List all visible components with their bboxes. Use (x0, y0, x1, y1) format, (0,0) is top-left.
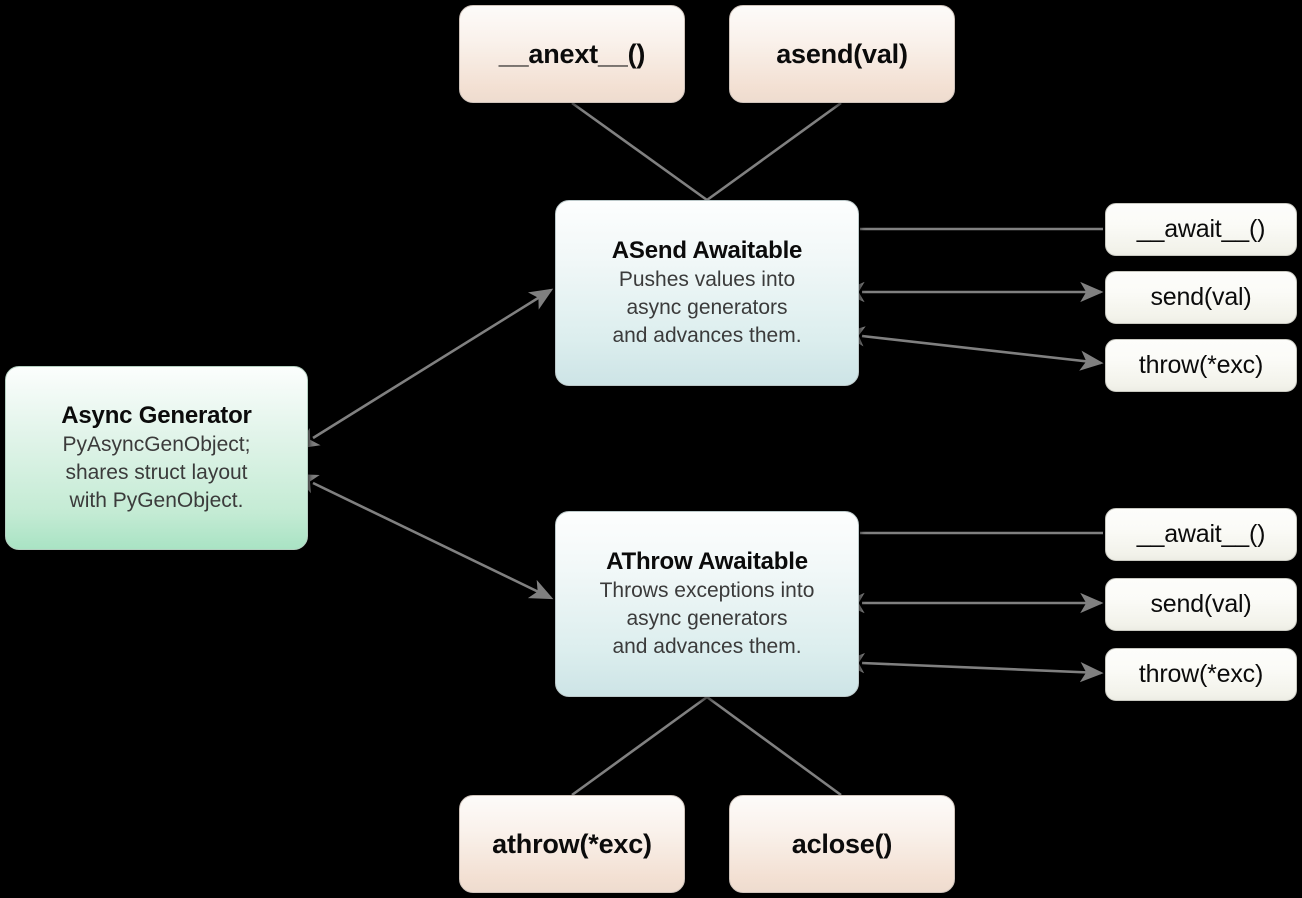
edge-athrow-awaitable-to-throw (841, 652, 1104, 683)
node-anext-label: __anext__() (498, 38, 646, 69)
edge-athrow-to-athrow-awaitable (571, 695, 708, 797)
node-anext[interactable]: __anext__() (459, 5, 685, 103)
node-asend-await[interactable]: __await__() (1105, 203, 1297, 256)
desc-line: async generators (626, 606, 788, 630)
node-athrow-awaitable-desc: Throws exceptions into async generators … (600, 577, 815, 661)
node-athrow-label: athrow(*exc) (492, 828, 652, 859)
node-async-generator-desc: PyAsyncGenObject; shares struct layout w… (63, 431, 251, 515)
node-asend-awaitable[interactable]: ASend Awaitable Pushes values into async… (555, 200, 859, 386)
node-athrow-await[interactable]: __await__() (1105, 508, 1297, 561)
node-asend-throw-label: throw(*exc) (1138, 351, 1264, 379)
edge-anext-to-asend-awaitable (571, 101, 708, 202)
node-asend-await-label: __await__() (1136, 215, 1266, 243)
desc-line: and advances them. (612, 323, 802, 347)
edge-asend-to-asend-awaitable (706, 101, 842, 202)
node-athrow-awaitable-title: AThrow Awaitable (606, 547, 808, 575)
node-asend-awaitable-title: ASend Awaitable (611, 236, 803, 264)
desc-line: with PyGenObject. (69, 488, 244, 512)
node-athrow-send[interactable]: send(val) (1105, 578, 1297, 631)
desc-line: PyAsyncGenObject; (62, 432, 251, 456)
desc-line: Throws exceptions into (599, 578, 815, 602)
node-athrow-throw-label: throw(*exc) (1138, 660, 1264, 688)
edge-asend-awaitable-to-throw (841, 326, 1104, 371)
node-athrow-throw[interactable]: throw(*exc) (1105, 648, 1297, 701)
node-athrow-await-label: __await__() (1136, 520, 1266, 548)
desc-line: Pushes values into (618, 267, 796, 291)
node-athrow-awaitable[interactable]: AThrow Awaitable Throws exceptions into … (555, 511, 859, 697)
edge-generator-to-asend-awaitable (295, 288, 554, 449)
node-asend-send[interactable]: send(val) (1105, 271, 1297, 324)
node-asend-label: asend(val) (776, 38, 908, 69)
node-aclose-label: aclose() (791, 828, 893, 859)
desc-line: shares struct layout (65, 460, 248, 484)
node-athrow[interactable]: athrow(*exc) (459, 795, 685, 893)
node-asend-throw[interactable]: throw(*exc) (1105, 339, 1297, 392)
node-asend[interactable]: asend(val) (729, 5, 955, 103)
node-async-generator-title: Async Generator (61, 401, 252, 429)
edge-generator-to-athrow-awaitable (294, 473, 554, 600)
desc-line: async generators (626, 295, 788, 319)
node-async-generator[interactable]: Async Generator PyAsyncGenObject; shares… (5, 366, 308, 550)
node-asend-send-label: send(val) (1150, 283, 1252, 311)
desc-line: and advances them. (612, 634, 802, 658)
node-asend-awaitable-desc: Pushes values into async generators and … (612, 266, 801, 350)
node-aclose[interactable]: aclose() (729, 795, 955, 893)
edge-aclose-to-athrow-awaitable (706, 695, 842, 797)
node-athrow-send-label: send(val) (1150, 590, 1252, 618)
